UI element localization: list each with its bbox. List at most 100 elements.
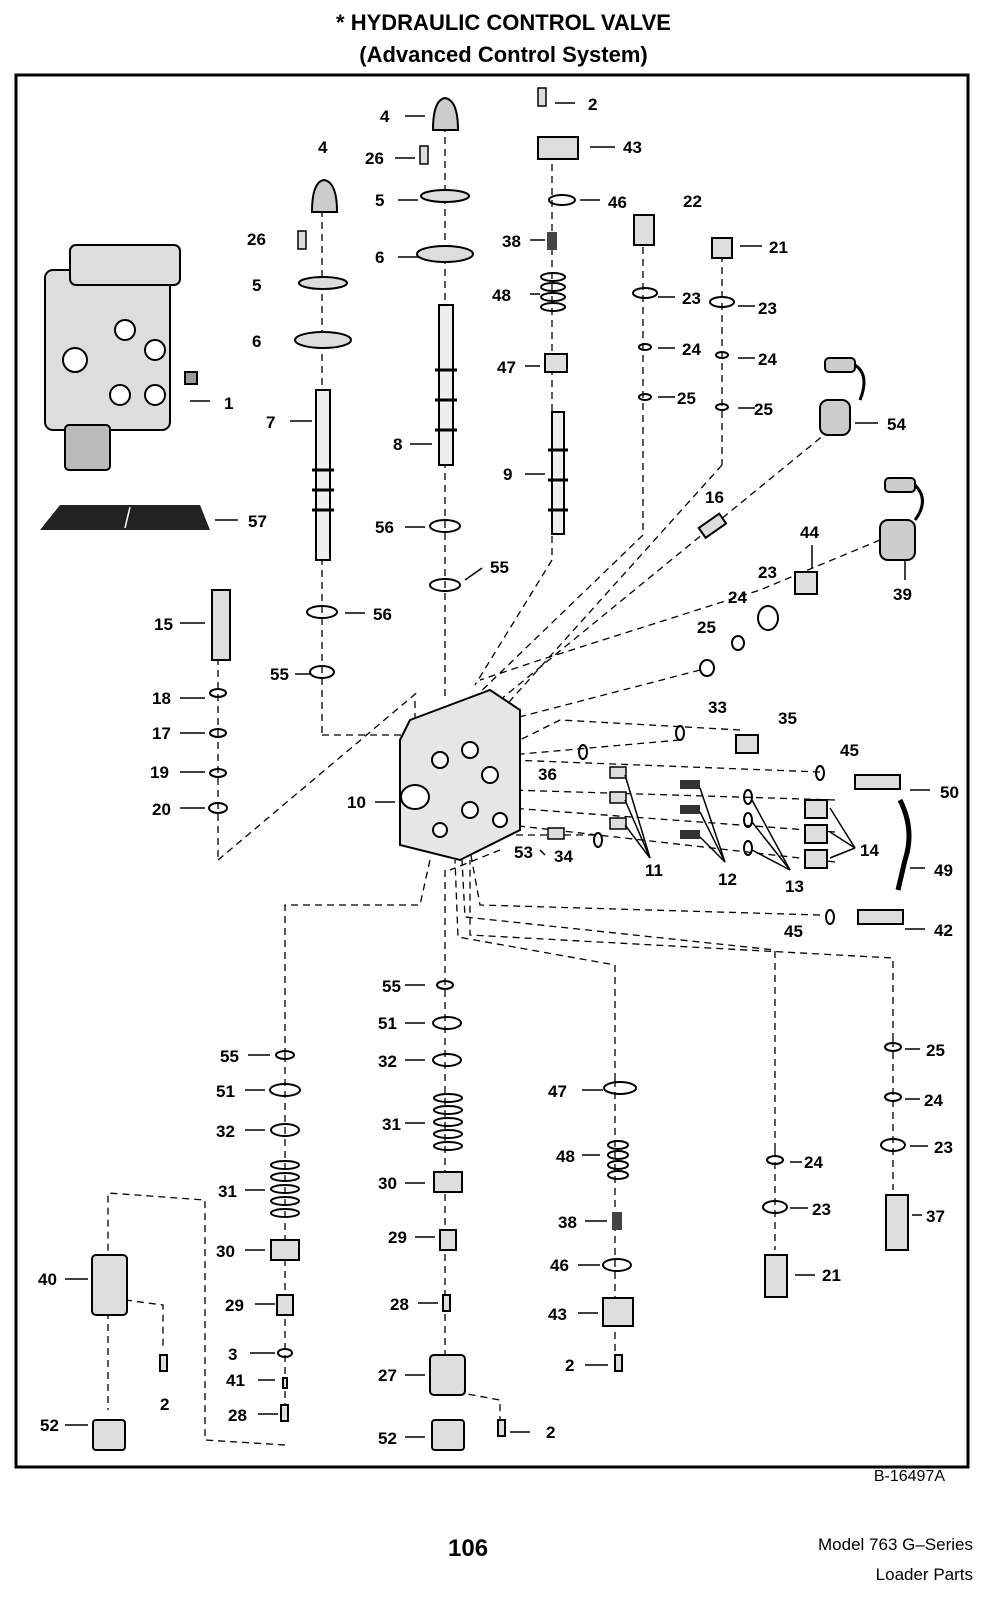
- callout-52: 52: [40, 1416, 59, 1435]
- callout-32: 32: [378, 1052, 397, 1071]
- callout-56: 56: [373, 605, 392, 624]
- callout-17: 17: [152, 724, 171, 743]
- page-subtitle: (Advanced Control System): [359, 42, 648, 67]
- flange-6-icon: [416, 245, 474, 263]
- bolt-2-icon: [537, 87, 547, 107]
- callout-ticks: [65, 102, 930, 1438]
- cover-43-icon: [537, 136, 579, 160]
- callout-47: 47: [497, 358, 516, 377]
- callout-36: 36: [538, 765, 557, 784]
- callout-4: 4: [380, 107, 390, 126]
- bolt-2-icon: [614, 1354, 623, 1372]
- callout-44: 44: [800, 523, 819, 542]
- footer-section: Loader Parts: [875, 1565, 973, 1584]
- callout-55: 55: [270, 665, 289, 684]
- callout-37: 37: [926, 1207, 945, 1226]
- callout-26: 26: [365, 149, 384, 168]
- cap-4-icon: [310, 178, 339, 213]
- gasket-5-icon: [298, 276, 348, 290]
- bolt-28-icon: [280, 1404, 289, 1422]
- callout-43: 43: [548, 1305, 567, 1324]
- bolt-2-icon: [159, 1354, 168, 1372]
- callout-24: 24: [924, 1091, 943, 1110]
- fitting-42-icon: [857, 909, 904, 925]
- callout-47: 47: [548, 1082, 567, 1101]
- callout-45: 45: [840, 741, 859, 760]
- footer-model: Model 763 G–Series: [818, 1535, 973, 1554]
- callout-28: 28: [390, 1295, 409, 1314]
- bolt-2-icon: [497, 1419, 506, 1437]
- callout-55: 55: [220, 1047, 239, 1066]
- cartridge-15-icon: [211, 589, 231, 661]
- callout-23: 23: [812, 1200, 831, 1219]
- page-title: * HYDRAULIC CONTROL VALVE: [336, 10, 671, 35]
- cover-43-icon: [602, 1297, 634, 1327]
- callout-23: 23: [758, 563, 777, 582]
- callout-2: 2: [160, 1395, 169, 1414]
- spool-7-icon: [315, 389, 331, 561]
- callout-25: 25: [754, 400, 773, 419]
- callout-18: 18: [152, 689, 171, 708]
- callout-24: 24: [682, 340, 701, 359]
- cap-4-icon: [431, 96, 460, 131]
- callout-23: 23: [934, 1138, 953, 1157]
- callout-24: 24: [804, 1153, 823, 1172]
- callout-8: 8: [393, 435, 402, 454]
- callout-1: 1: [224, 394, 233, 413]
- bolt-28-icon: [442, 1294, 451, 1312]
- callout-5: 5: [375, 191, 384, 210]
- valve-16-icon: [697, 512, 728, 540]
- callout-4: 4: [318, 138, 328, 157]
- callout-50: 50: [940, 783, 959, 802]
- plug-44-icon: [794, 571, 818, 595]
- callout-2: 2: [565, 1356, 574, 1375]
- callout-38: 38: [502, 232, 521, 251]
- cap-52-icon: [92, 1419, 126, 1451]
- cap-27-icon: [429, 1354, 466, 1396]
- callout-51: 51: [378, 1014, 397, 1033]
- spring-31-icon: [270, 1160, 300, 1218]
- callout-51: 51: [216, 1082, 235, 1101]
- callout-34: 34: [554, 847, 573, 866]
- piston-29-icon: [276, 1294, 294, 1316]
- gasket-5-icon: [420, 189, 470, 203]
- callout-48: 48: [492, 286, 511, 305]
- callout-25: 25: [677, 389, 696, 408]
- callout-29: 29: [388, 1228, 407, 1247]
- callout-23: 23: [758, 299, 777, 318]
- callout-25: 25: [926, 1041, 945, 1060]
- callout-27: 27: [378, 1366, 397, 1385]
- callout-2: 2: [588, 95, 597, 114]
- o-rings: [208, 194, 906, 1358]
- callout-55: 55: [382, 977, 401, 996]
- callout-33: 33: [708, 698, 727, 717]
- diagram-frame: [14, 73, 970, 1469]
- spring-48-icon: [540, 272, 566, 312]
- spool-9-icon: [551, 411, 565, 535]
- callout-35: 35: [778, 709, 797, 728]
- callout-3: 3: [228, 1345, 237, 1364]
- callout-46: 46: [550, 1256, 569, 1275]
- callout-29: 29: [225, 1296, 244, 1315]
- plug-21-icon: [764, 1254, 788, 1298]
- flange-6-icon: [294, 331, 352, 349]
- callout-5: 5: [252, 276, 261, 295]
- callout-30: 30: [378, 1174, 397, 1193]
- callout-13: 13: [785, 877, 804, 896]
- callout-55: 55: [490, 558, 509, 577]
- callout-53: 53: [514, 843, 533, 862]
- callout-46: 46: [608, 193, 627, 212]
- callout-7: 7: [266, 413, 275, 432]
- callout-42: 42: [934, 921, 953, 940]
- springs-12: [680, 780, 700, 839]
- callout-56: 56: [375, 518, 394, 537]
- cap-40-icon: [91, 1254, 128, 1316]
- callout-12: 12: [718, 870, 737, 889]
- spring-38-icon: [612, 1212, 622, 1230]
- callout-26: 26: [247, 230, 266, 249]
- piston-29-icon: [439, 1229, 457, 1251]
- callout-labels: 2 43 4 4 26 26 5 5 46 22 21 38 6 6 48 23…: [38, 95, 959, 1448]
- callout-16: 16: [705, 488, 724, 507]
- sensor-39-icon: [879, 519, 916, 561]
- spring-48-icon: [607, 1140, 629, 1180]
